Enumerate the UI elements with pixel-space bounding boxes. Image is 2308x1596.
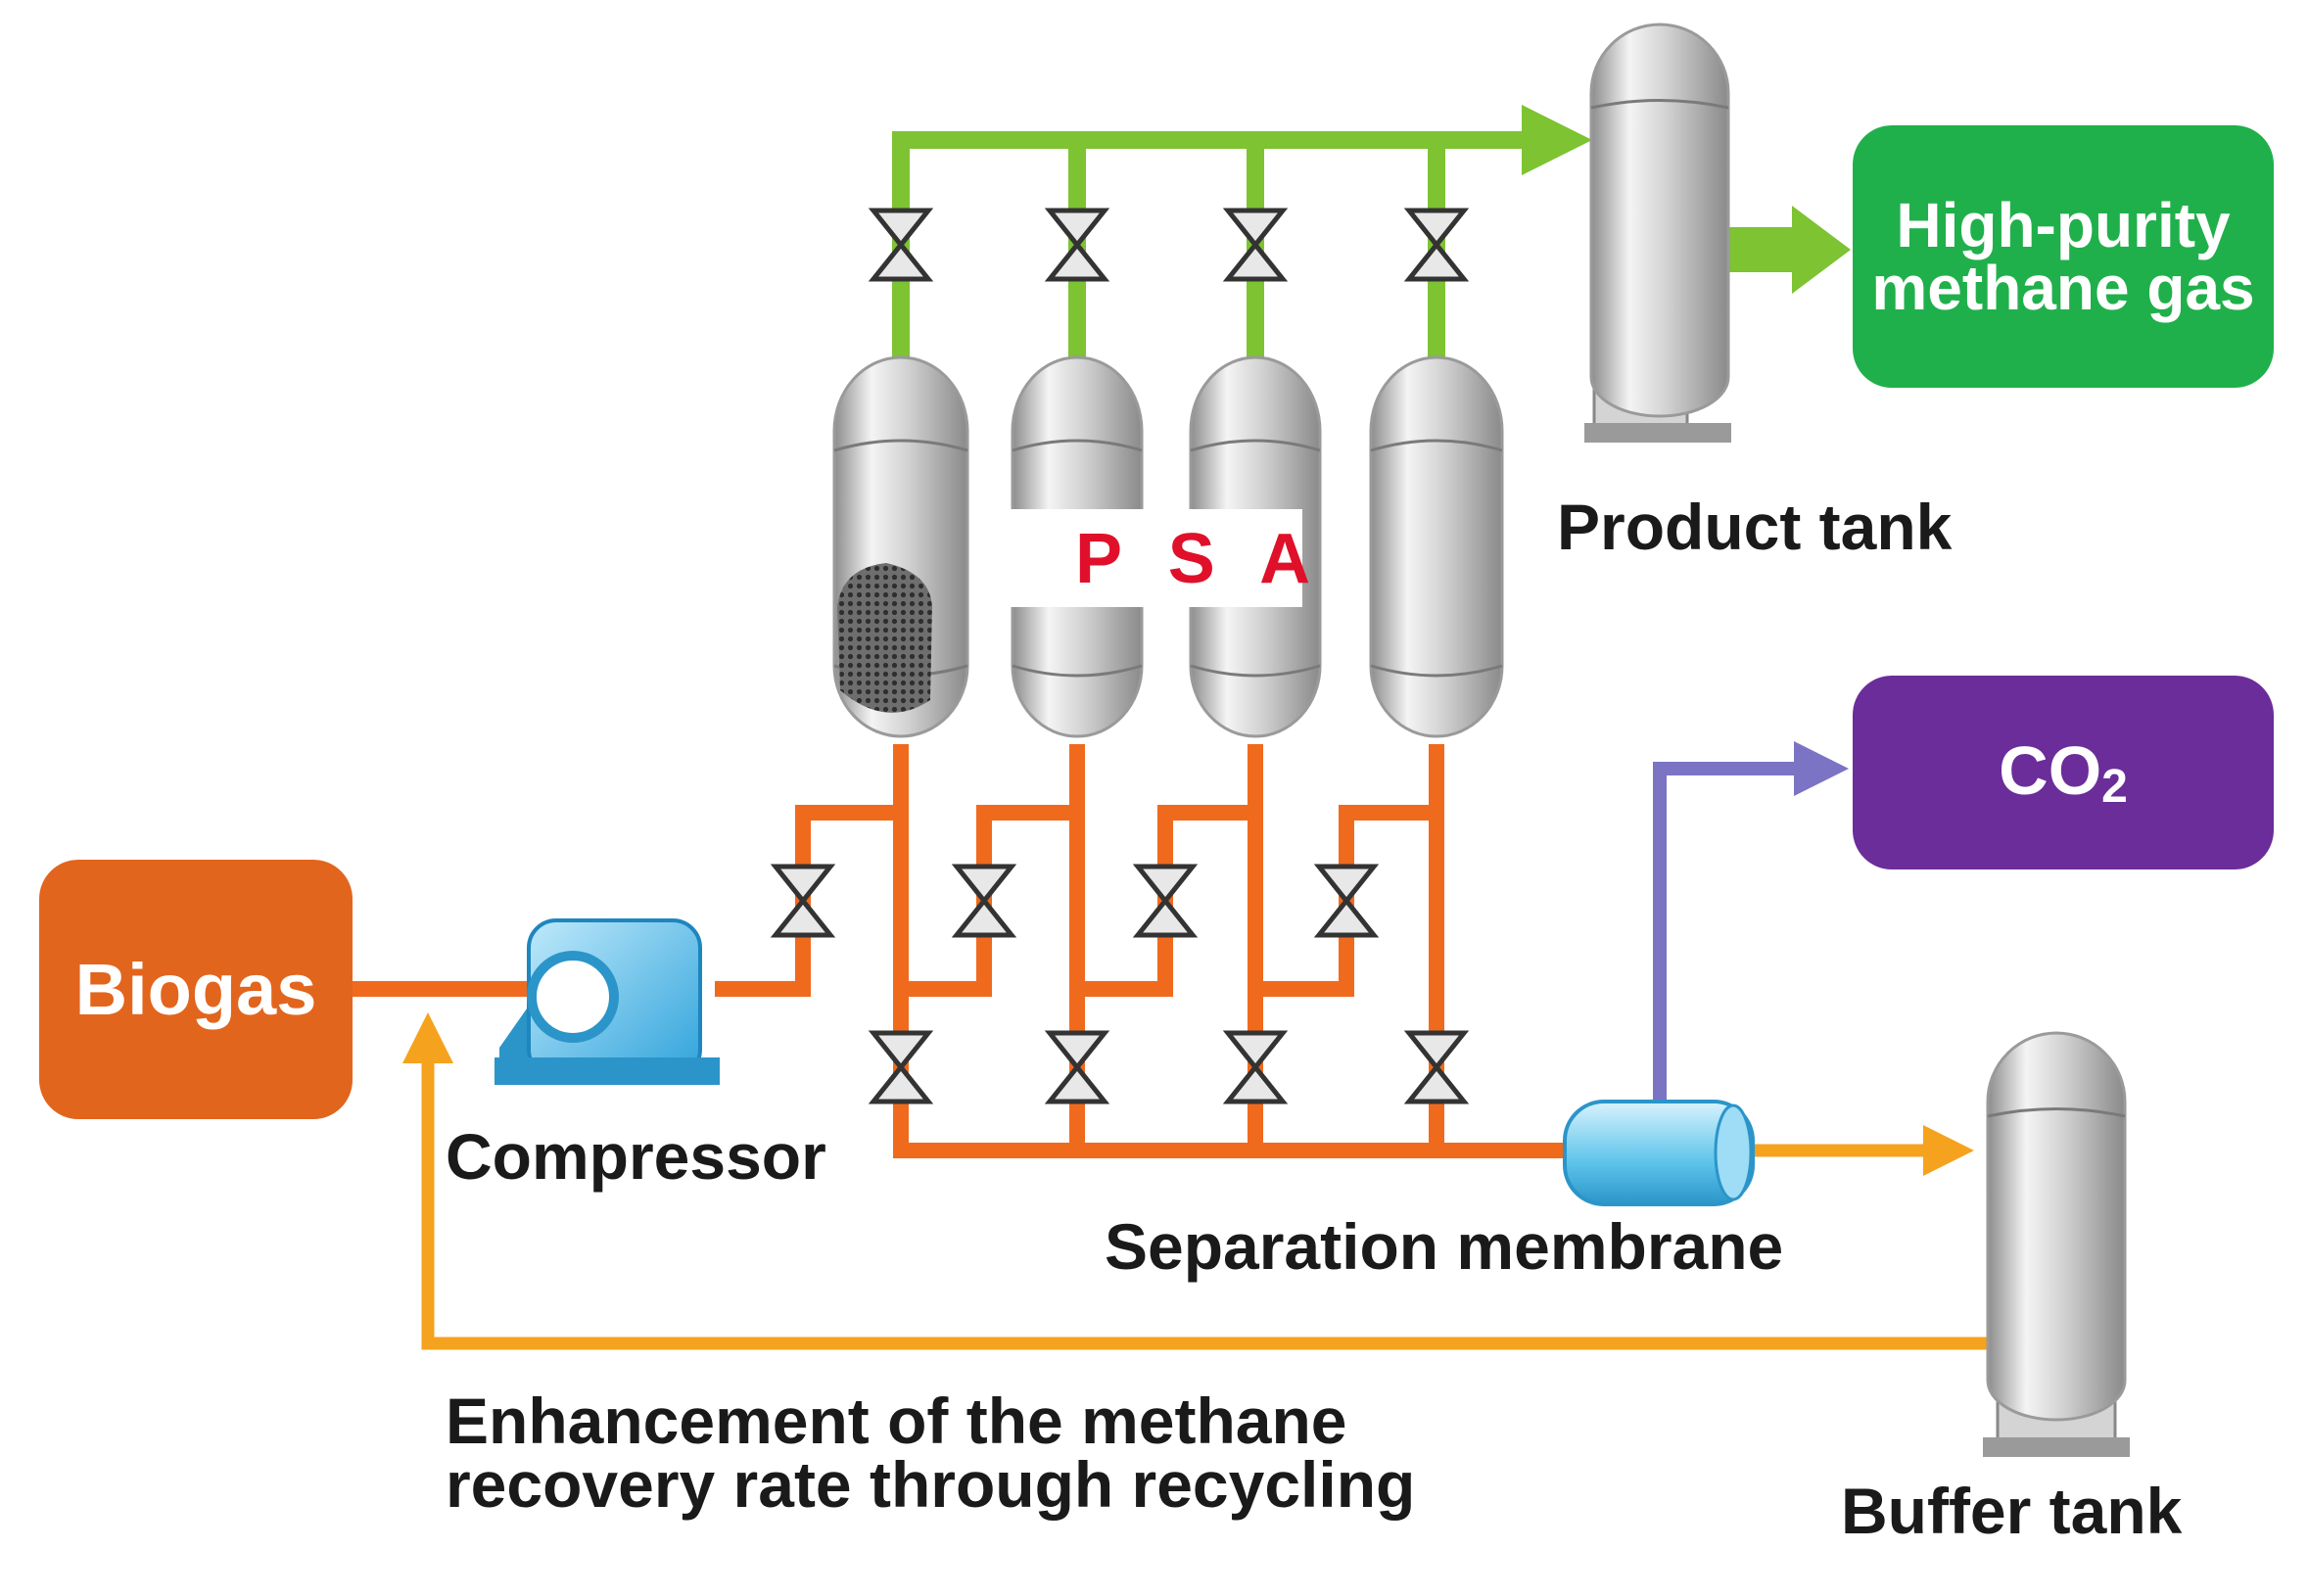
valves-top xyxy=(868,208,1470,282)
valves-feed xyxy=(770,864,1470,1104)
valve-icon xyxy=(1222,1030,1289,1104)
recycle-caption-line1: Enhancement of the methane xyxy=(446,1385,1347,1457)
psa-vessel-4 xyxy=(1369,355,1504,738)
valve-icon xyxy=(1044,208,1110,282)
co2-line xyxy=(1653,741,1849,1102)
buffer-tank xyxy=(1983,1031,2130,1457)
biogas-label: Biogas xyxy=(74,949,317,1030)
valve-icon xyxy=(1403,1030,1470,1104)
psa-vessels xyxy=(832,355,1504,738)
valve-icon xyxy=(770,864,836,938)
valve-icon xyxy=(868,1030,934,1104)
methane-output-box: High-purity methane gas xyxy=(1853,125,2274,388)
buffer-tank-label: Buffer tank xyxy=(1841,1475,2183,1547)
adsorbent-bed xyxy=(837,563,932,713)
biogas-box: Biogas xyxy=(39,860,353,1119)
recycle-caption-line2: recovery rate through recycling xyxy=(446,1448,1416,1521)
separation-membrane-label: Separation membrane xyxy=(1105,1210,1784,1283)
product-tank-label: Product tank xyxy=(1557,491,1953,563)
valve-icon xyxy=(1222,208,1289,282)
co2-output-box: CO2 xyxy=(1853,676,2274,869)
valve-icon xyxy=(951,864,1017,938)
recycle-line xyxy=(402,1012,1993,1350)
compressor-label: Compressor xyxy=(446,1120,826,1193)
methane-output-label: High-purity methane gas xyxy=(1871,190,2255,323)
product-tank xyxy=(1584,23,1731,443)
valve-icon xyxy=(1132,864,1199,938)
valve-icon xyxy=(1044,1030,1110,1104)
compressor-icon xyxy=(495,918,720,1085)
co2-label: CO2 xyxy=(1999,732,2128,813)
product-gas-lines xyxy=(892,105,1592,362)
psa-vessel-1 xyxy=(832,355,969,738)
separation-membrane-icon xyxy=(1563,1100,1755,1206)
methane-output-arrow xyxy=(1725,206,1851,294)
valve-icon xyxy=(1403,208,1470,282)
valve-icon xyxy=(868,208,934,282)
valve-icon xyxy=(1313,864,1380,938)
psa-label: P S A xyxy=(1075,520,1325,598)
